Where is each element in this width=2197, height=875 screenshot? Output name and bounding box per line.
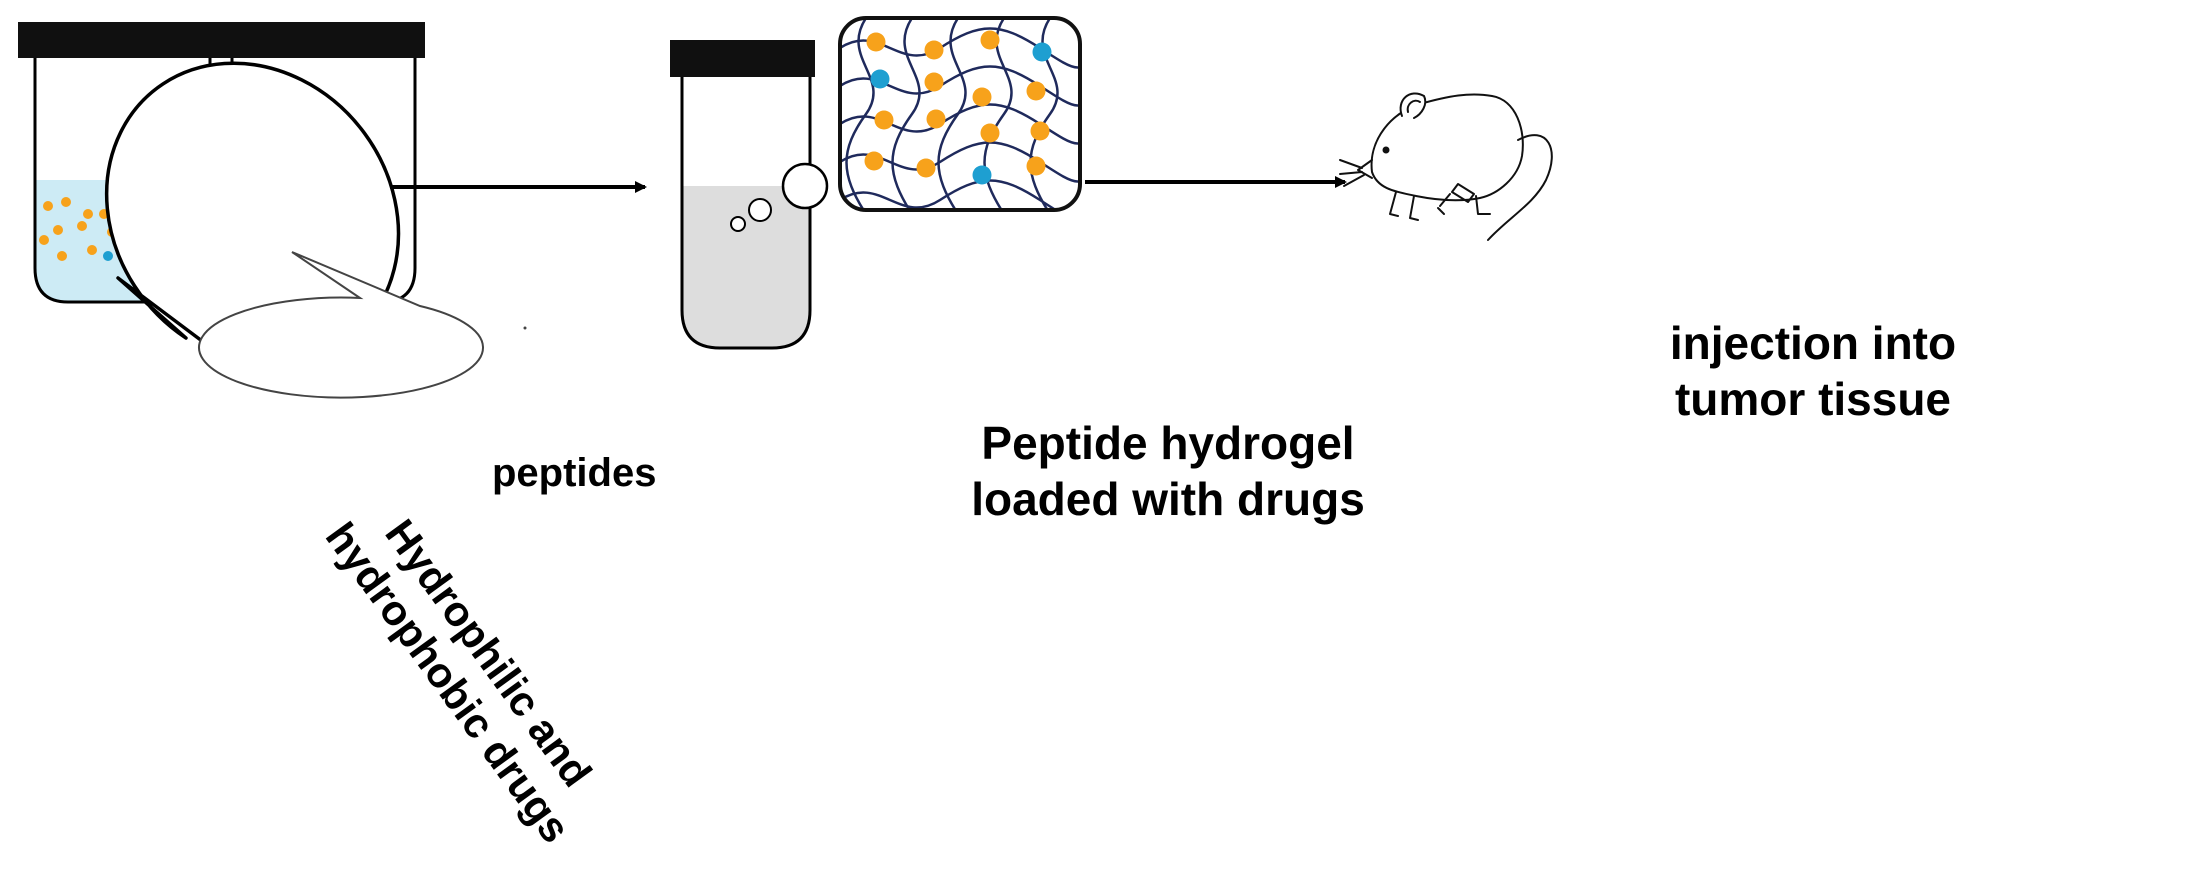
bubble xyxy=(748,198,772,222)
mouse-whiskers xyxy=(1339,159,1365,187)
hydrogel-drug-particles xyxy=(864,30,1052,185)
injection-label: injection into tumor tissue xyxy=(1578,315,2048,427)
mouse-icon xyxy=(1339,92,1553,241)
hydrogel-label-line2: loaded with drugs xyxy=(971,473,1365,525)
vial-hydrogel-icon xyxy=(670,40,829,350)
vial-cap xyxy=(670,40,815,77)
hydrogel-network-icon xyxy=(838,16,1082,212)
mouse-hind-leg xyxy=(1475,195,1491,215)
mouse-ear-inner xyxy=(1406,99,1421,113)
magnify-bubble xyxy=(781,162,829,210)
mouse-front-leg xyxy=(1409,195,1419,221)
syringe-icon xyxy=(1437,183,1475,215)
mouse-front-leg xyxy=(1389,191,1399,217)
mouse-eye xyxy=(1382,146,1390,154)
vial-body xyxy=(680,77,812,350)
peptides-label: peptides xyxy=(492,451,657,495)
injection-label-line1: injection into xyxy=(1669,317,1957,369)
peptides-callout-bubble xyxy=(198,251,485,399)
mouse-body xyxy=(1370,93,1524,202)
vial-cap xyxy=(220,22,425,58)
vial-cap xyxy=(18,22,228,58)
mouse-ear xyxy=(1399,92,1427,119)
mouse-snout xyxy=(1357,159,1373,179)
hydrogel-label-line1: Peptide hydrogel xyxy=(981,417,1355,469)
hydrogel-fill xyxy=(682,186,810,348)
hydrogel-label: Peptide hydrogel loaded with drugs xyxy=(928,415,1408,527)
mouse-tail xyxy=(1487,134,1553,241)
injection-label-line2: tumor tissue xyxy=(1674,373,1952,425)
bubble xyxy=(730,216,746,232)
